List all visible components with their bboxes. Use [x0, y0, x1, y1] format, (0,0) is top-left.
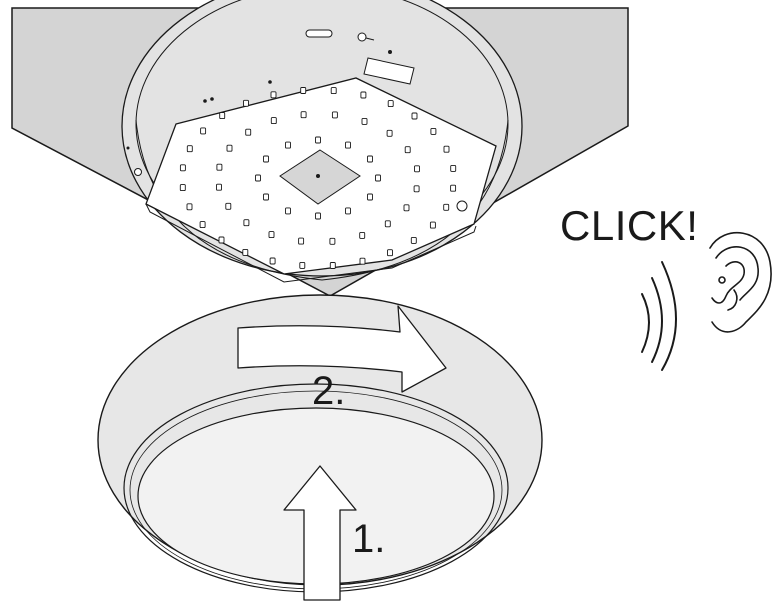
led-dot — [414, 165, 420, 173]
click-sound-label: CLICK! — [560, 202, 698, 249]
ear-icon — [709, 232, 772, 333]
led-dot — [375, 174, 381, 182]
led-dot — [386, 129, 393, 137]
led-dot — [429, 221, 436, 229]
led-plate — [145, 57, 497, 283]
led-dot — [200, 127, 207, 135]
led-dot — [219, 112, 226, 120]
clip-tab — [363, 57, 415, 85]
led-dot — [361, 117, 368, 125]
led-dot — [226, 144, 233, 152]
led-dot — [179, 164, 186, 172]
led-dot — [298, 237, 305, 245]
led-dot — [186, 145, 193, 153]
center-plate — [279, 149, 361, 205]
led-dot — [450, 184, 457, 192]
sound-waves-icon — [641, 261, 677, 371]
led-dot — [384, 220, 391, 228]
curved-arrow-right-icon — [237, 305, 447, 393]
led-dot — [285, 141, 291, 149]
led-dot — [216, 183, 222, 191]
led-dot — [199, 221, 206, 229]
led-dot — [411, 112, 418, 120]
arrow-up-icon — [283, 465, 357, 601]
step-push-label: 1. — [352, 517, 385, 561]
led-dot — [404, 146, 411, 154]
led-dot — [243, 219, 250, 227]
led-dot — [263, 193, 269, 201]
led-dot — [450, 164, 457, 172]
led-dot — [403, 204, 410, 212]
led-dot — [367, 193, 373, 201]
led-dot — [360, 91, 367, 99]
led-dots — [179, 87, 457, 269]
led-dot — [285, 207, 291, 215]
led-dot — [243, 99, 249, 107]
led-dot — [330, 87, 337, 95]
led-dot — [443, 145, 450, 153]
led-dot — [329, 237, 336, 245]
led-dot — [410, 236, 417, 244]
led-dot — [270, 117, 277, 125]
led-dot — [387, 249, 393, 257]
led-dot — [413, 185, 420, 193]
led-dot — [245, 128, 252, 136]
led-dot — [359, 257, 366, 265]
led-dot — [186, 203, 193, 211]
led-dot — [359, 231, 366, 239]
led-dot — [255, 174, 261, 182]
led-dot — [179, 184, 186, 192]
led-dot — [299, 261, 306, 269]
led-dot — [270, 91, 277, 99]
led-dot — [263, 155, 269, 163]
step-rotate-label: 2. — [312, 369, 345, 413]
led-dot — [300, 87, 307, 94]
led-dot — [216, 163, 223, 171]
led-dot — [315, 212, 321, 220]
led-dot — [315, 136, 321, 144]
led-dot — [367, 155, 373, 163]
led-dot — [331, 111, 338, 119]
led-dot — [345, 207, 351, 215]
led-dot — [387, 100, 394, 108]
led-dot — [345, 141, 351, 149]
led-dot — [443, 203, 450, 211]
led-dot — [329, 262, 336, 269]
led-dot — [430, 127, 437, 135]
led-dot — [268, 231, 275, 239]
led-dot — [300, 111, 307, 119]
led-dot — [218, 236, 225, 244]
led-dot — [242, 248, 249, 256]
led-dot — [225, 202, 232, 210]
led-dot — [269, 257, 276, 265]
